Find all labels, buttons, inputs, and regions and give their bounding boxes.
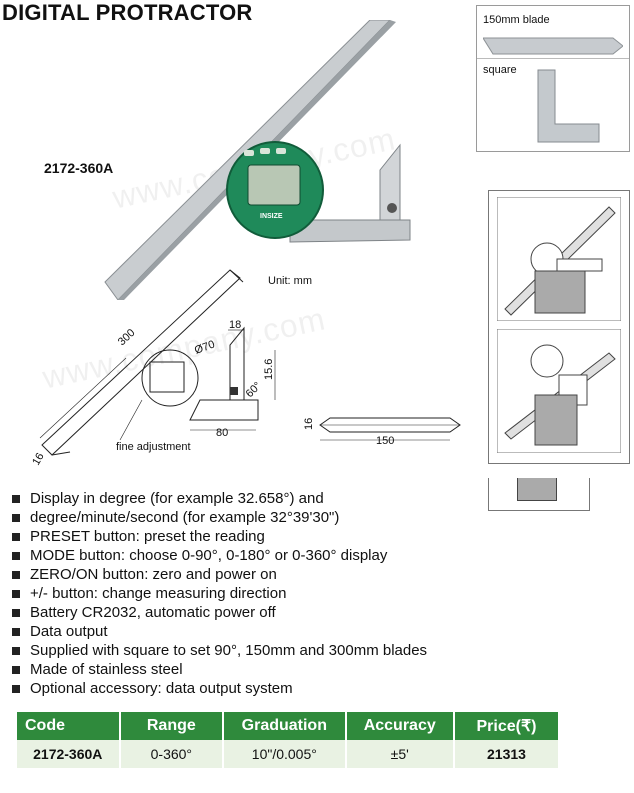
display-brand: INSIZE — [260, 213, 283, 220]
table-header-row: Code Range Graduation Accuracy Price(₹) — [17, 712, 561, 740]
cell-graduation: 10"/0.005° — [223, 740, 347, 768]
feature-list: Display in degree (for example 32.658°) … — [12, 489, 612, 698]
feature-item: Display in degree (for example 32.658°) … — [12, 489, 612, 508]
feature-item: degree/minute/second (for example 32°39'… — [12, 508, 612, 527]
model-number: 2172-360A — [44, 160, 114, 176]
product-photo: INSIZE — [104, 20, 411, 300]
accessory-label-blade: 150mm blade — [483, 14, 550, 26]
dim-18: 18 — [229, 319, 241, 331]
feature-item: PRESET button: preset the reading — [12, 527, 612, 546]
square-upright — [379, 143, 401, 221]
usage-scene-partial — [488, 478, 590, 511]
dim-16-blade: 16 — [303, 418, 315, 430]
usage-scene-2 — [497, 329, 621, 453]
feature-item: Optional accessory: data output system — [12, 679, 612, 698]
accessory-box: 150mm blade square — [476, 5, 630, 152]
square-image — [537, 69, 600, 143]
col-code: Code — [17, 712, 121, 740]
unit-label: Unit: mm — [268, 275, 312, 287]
lcd-screen — [247, 164, 301, 206]
feature-item: Made of stainless steel — [12, 660, 612, 679]
cell-code: 2172-360A — [17, 740, 121, 768]
col-accuracy: Accuracy — [345, 712, 455, 740]
cell-accuracy: ±5' — [345, 740, 455, 768]
dim-80: 80 — [216, 427, 228, 439]
cell-price: 21313 — [453, 740, 561, 768]
usage-scene-1 — [497, 197, 621, 321]
feature-item: MODE button: choose 0-90°, 0-180° or 0-3… — [12, 546, 612, 565]
blade-image — [483, 37, 623, 55]
dim-diameter: Ø70 — [193, 338, 217, 356]
dim-300: 300 — [116, 327, 138, 348]
fine-adjustment-label: fine adjustment — [116, 441, 191, 453]
usage-illustrations — [488, 190, 630, 464]
feature-item: +/- button: change measuring direction — [12, 584, 612, 603]
technical-drawing: 300 16 Ø70 18 15.6 60° 80 fine adjustmen… — [30, 269, 461, 468]
feature-item: Supplied with square to set 90°, 150mm a… — [12, 641, 612, 660]
col-price: Price(₹) — [453, 712, 561, 740]
accessory-label-square: square — [483, 64, 517, 76]
dim-15-6: 15.6 — [263, 359, 275, 380]
col-range: Range — [119, 712, 225, 740]
page-title: DIGITAL PROTRACTOR — [2, 0, 253, 25]
col-graduation: Graduation — [223, 712, 347, 740]
feature-item: Battery CR2032, automatic power off — [12, 603, 612, 622]
dim-150: 150 — [376, 435, 394, 447]
feature-item: ZERO/ON button: zero and power on — [12, 565, 612, 584]
spec-table: Code Range Graduation Accuracy Price(₹) … — [17, 712, 561, 768]
dim-60: 60° — [244, 380, 264, 400]
cell-range: 0-360° — [119, 740, 225, 768]
table-row: 2172-360A 0-360° 10"/0.005° ±5' 21313 — [17, 740, 561, 768]
feature-item: Data output — [12, 622, 612, 641]
dim-16-left: 16 — [30, 451, 47, 468]
